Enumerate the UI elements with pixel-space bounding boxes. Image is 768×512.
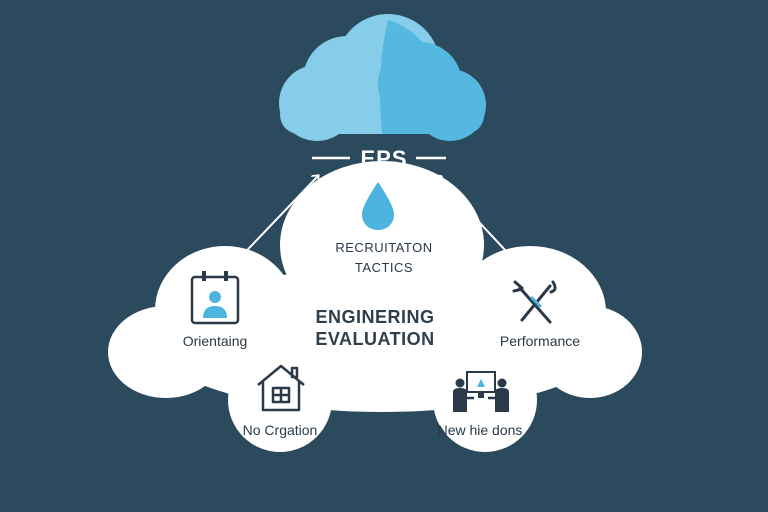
arrow-eps-orientation [232, 176, 318, 266]
recruitment-tactics-line-1: RECRUITATON [335, 240, 433, 255]
center-title-line-2: EVALUATION [315, 329, 435, 349]
new-hire-label: New hie dons [437, 422, 523, 438]
water-drop-icon [362, 182, 394, 230]
eps-label: EPS [360, 146, 408, 171]
orientation-label: Orientaing [182, 333, 248, 349]
eps-cloud-icon [279, 14, 486, 141]
tools-icon [512, 280, 557, 324]
people-computer-icon [453, 371, 509, 412]
recruitment-tactics-line-2: TACTICS [354, 260, 414, 275]
id-badge-icon [190, 271, 240, 325]
house-icon [257, 364, 305, 412]
center-title: ENGINERING EVALUATION [280, 306, 470, 350]
center-title-line-1: ENGINERING [315, 307, 435, 327]
performance-label: Performance [499, 333, 581, 349]
arrow-eps-performance [436, 176, 520, 266]
no-creation-label: No Crgation [242, 422, 318, 438]
recruitment-tactics-label: RECRUITATON TACTICS [300, 238, 468, 278]
